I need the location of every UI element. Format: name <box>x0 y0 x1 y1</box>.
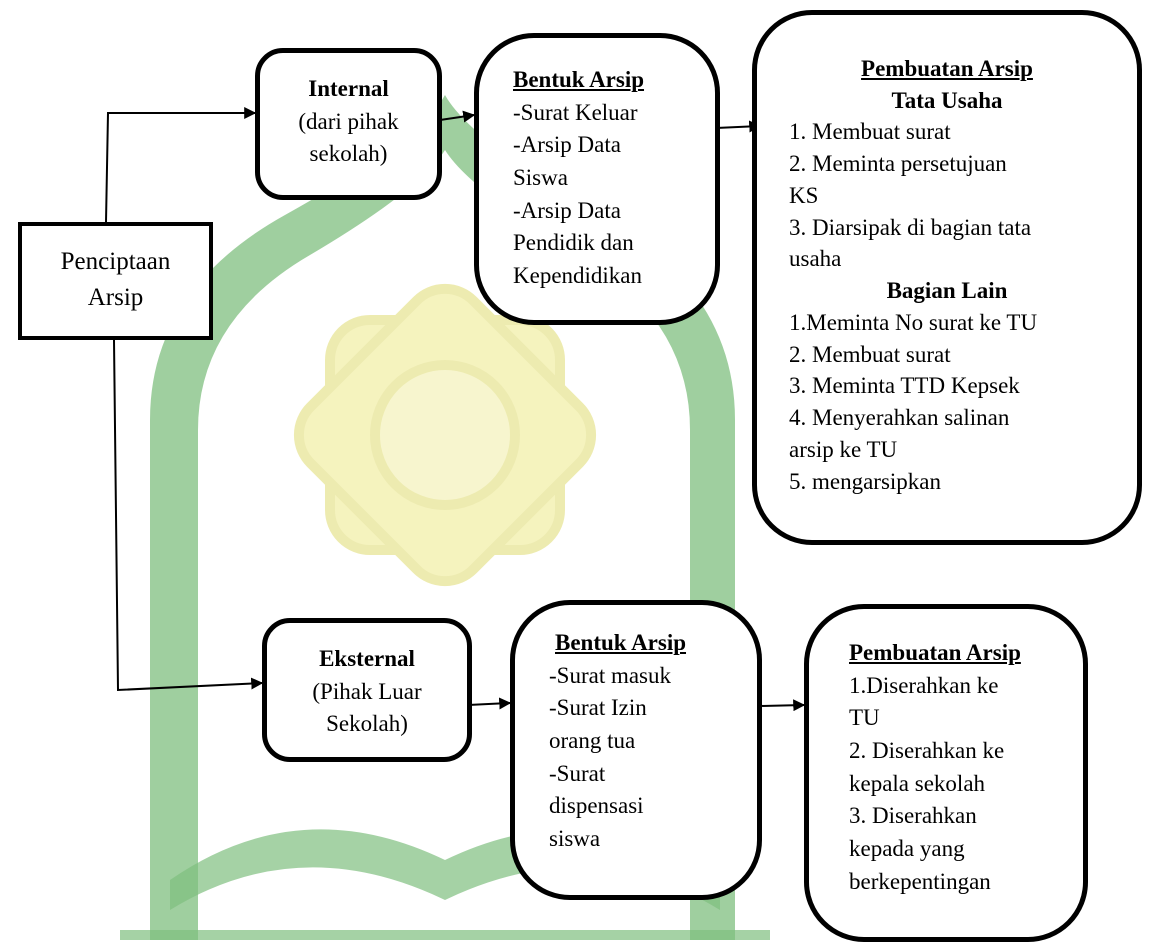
list-item: dispensasi <box>549 793 644 819</box>
connector-internal-to-bentuk <box>439 110 476 123</box>
list-item: berkepentingan <box>849 868 991 894</box>
eksternal-bentuk-arsip-box: Bentuk Arsip -Surat masuk -Surat Izin or… <box>510 600 762 900</box>
list-item: -Surat Keluar <box>513 99 638 125</box>
connector-root-to-internal <box>105 107 257 223</box>
list-item: 3. Meminta TTD Kepsek <box>789 373 1020 399</box>
eksternal-title: Eksternal <box>319 646 415 671</box>
connector-eksternal-to-bentuk <box>467 697 512 710</box>
list-item: Siswa <box>513 164 568 190</box>
eksternal-subtitle-line2: Sekolah) <box>326 711 408 737</box>
bagian-lain-list: 1.Meminta No surat ke TU 2. Membuat sura… <box>789 307 1137 497</box>
internal-bentuk-arsip-box: Bentuk Arsip -Surat Keluar -Arsip Data S… <box>474 33 720 325</box>
connector-ext-bentuk-to-pembuatan <box>759 699 806 712</box>
internal-pembuatan-title: Pembuatan Arsip <box>861 56 1033 81</box>
internal-subtitle-line1: (dari pihak <box>298 108 399 134</box>
list-item: -Surat masuk <box>549 662 672 688</box>
internal-pembuatan-arsip-box: Pembuatan Arsip Tata Usaha 1. Membuat su… <box>752 10 1142 545</box>
list-item: 3. Diarsipak di bagian tata <box>789 214 1032 240</box>
list-item: 2. Meminta persetujuan <box>789 151 1007 177</box>
list-item: 2. Membuat surat <box>789 341 951 367</box>
list-item: 1.Meminta No surat ke TU <box>789 309 1038 335</box>
list-item: usaha <box>789 246 842 272</box>
eksternal-pembuatan-title: Pembuatan Arsip <box>849 640 1021 665</box>
list-item: 1. Membuat surat <box>789 119 951 145</box>
internal-bentuk-title: Bentuk Arsip <box>513 67 645 92</box>
tata-usaha-list: 1. Membuat surat 2. Meminta persetujuan … <box>789 116 1137 275</box>
bagian-lain-heading: Bagian Lain <box>886 278 1008 304</box>
penciptaan-label-line2: Arsip <box>87 283 144 311</box>
eksternal-pembuatan-arsip-box: Pembuatan Arsip 1.Diserahkan ke TU 2. Di… <box>804 604 1088 942</box>
list-item: 2. Diserahkan ke <box>849 737 1005 763</box>
list-item: 3. Diserahkan <box>849 803 977 829</box>
list-item: 4. Menyerahkan salinan <box>789 405 1010 431</box>
internal-box: Internal (dari pihak sekolah) <box>255 48 442 200</box>
list-item: orang tua <box>549 727 636 753</box>
penciptaan-arsip-box: Penciptaan Arsip <box>18 222 213 340</box>
list-item: -Arsip Data <box>513 197 621 223</box>
list-item: arsip ke TU <box>789 436 898 462</box>
eksternal-bentuk-list: -Surat masuk -Surat Izin orang tua -Sura… <box>549 660 757 856</box>
list-item: KS <box>789 182 819 208</box>
watermark-ornament <box>293 283 597 587</box>
list-item: siswa <box>549 825 601 851</box>
list-item: kepala sekolah <box>849 770 986 796</box>
list-item: -Surat <box>549 760 606 786</box>
internal-subtitle-line2: sekolah) <box>309 141 388 167</box>
connector-root-to-eksternal <box>113 339 264 692</box>
internal-title: Internal <box>308 76 389 101</box>
eksternal-pembuatan-list: 1.Diserahkan ke TU 2. Diserahkan ke kepa… <box>849 670 1083 899</box>
eksternal-subtitle-line1: (Pihak Luar <box>312 678 422 704</box>
list-item: -Arsip Data <box>513 132 621 158</box>
tata-usaha-heading: Tata Usaha <box>891 87 1003 113</box>
list-item: 1.Diserahkan ke <box>849 672 999 698</box>
list-item: kepada yang <box>849 835 965 861</box>
list-item: -Surat Izin <box>549 695 647 721</box>
list-item: 5. mengarsipkan <box>789 468 942 494</box>
internal-bentuk-list: -Surat Keluar -Arsip Data Siswa -Arsip D… <box>513 97 715 293</box>
eksternal-box: Eksternal (Pihak Luar Sekolah) <box>262 618 472 762</box>
eksternal-bentuk-title: Bentuk Arsip <box>555 630 687 655</box>
watermark-base <box>120 930 770 940</box>
list-item: Kependidikan <box>513 262 643 288</box>
list-item: TU <box>849 705 880 731</box>
penciptaan-label-line1: Penciptaan <box>60 248 171 275</box>
list-item: Pendidik dan <box>513 230 634 256</box>
